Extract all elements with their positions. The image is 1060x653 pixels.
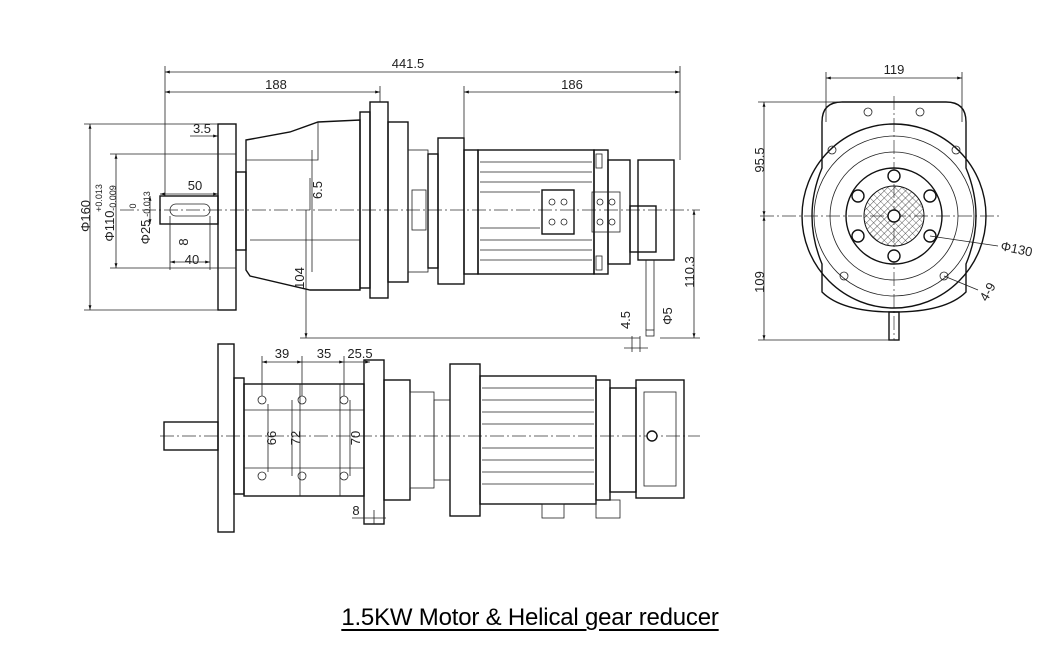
dim-pilot-tol-upper: +0.013	[94, 184, 104, 212]
motor-fins	[480, 161, 592, 261]
top-view	[160, 343, 700, 533]
top-motor-fins	[482, 387, 594, 485]
dim-flange-thickness: 3.5	[193, 121, 211, 136]
dim-end-upper: 95.5	[752, 147, 767, 172]
dim-key-width: 8	[176, 238, 191, 245]
dim-motor-length: 186	[561, 77, 583, 92]
dim-pilot-tol-lower: -0.009	[108, 185, 118, 211]
side-view-dimensions: 441.5 188 186 3.5 50 40 8 Φ160 Φ110 +0.0…	[78, 56, 700, 352]
dim-height-72: 72	[288, 431, 303, 445]
dim-cable-dia: Φ5	[660, 307, 675, 325]
dim-motor-height: 110.3	[682, 256, 697, 288]
dim-end-width: 119	[884, 62, 905, 77]
drawing-caption: 1.5KW Motor & Helical gear reducer	[341, 604, 719, 631]
dim-cable-gap: 4.5	[618, 311, 633, 329]
dim-pitch-2: 35	[317, 346, 331, 361]
top-view-dimensions: 39 35 25.5 66 72 70 8	[261, 346, 386, 524]
dim-shaft-tol-lower: -0.013	[142, 191, 152, 217]
dim-end-lower: 109	[752, 271, 767, 293]
dim-pitch-1: 39	[275, 346, 289, 361]
dim-pilot-dia: Φ110	[102, 210, 117, 241]
dim-height-70: 70	[348, 431, 363, 445]
dim-height-66: 66	[264, 431, 279, 445]
dim-key-length: 40	[185, 252, 199, 267]
dim-reducer-length: 188	[265, 77, 287, 92]
side-view	[120, 101, 700, 337]
end-view	[760, 96, 1000, 341]
dim-flange-dia: Φ160	[78, 200, 93, 232]
dim-hole-size: 4-9	[976, 280, 998, 304]
dim-base-8: 8	[352, 503, 359, 518]
dim-overall-length: 441.5	[392, 56, 425, 71]
dim-shaft-offset: 6.5	[310, 181, 325, 199]
dim-shaft-tol-upper: 0	[128, 203, 138, 208]
dim-bolt-circle: Φ130	[999, 238, 1033, 259]
dim-shaft-length: 50	[188, 178, 202, 193]
dim-center-height: 104	[292, 267, 307, 289]
dim-pitch-3: 25.5	[347, 346, 372, 361]
dim-shaft-dia: Φ25	[138, 220, 153, 245]
